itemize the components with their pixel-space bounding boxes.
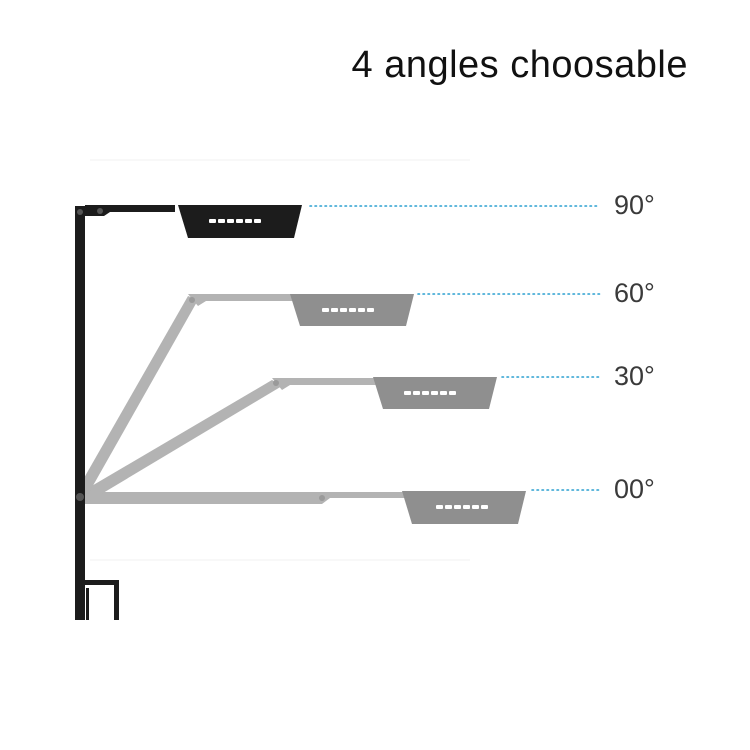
arm-90-degrees: [85, 205, 175, 216]
angle-label-90: 90°: [614, 190, 655, 220]
arm-60-degrees: [76, 294, 296, 498]
led-row: [404, 391, 456, 395]
fixture-60-degrees: [290, 294, 414, 326]
arm-00-degrees: [80, 492, 410, 504]
headline: 4 angles choosable: [351, 44, 688, 86]
background-guides: [90, 159, 470, 561]
angle-label-60: 60°: [614, 278, 655, 308]
fixture-90-degrees: [178, 205, 302, 238]
fixture-00-degrees: [402, 491, 526, 524]
led-row: [436, 505, 488, 509]
led-row: [322, 308, 374, 312]
led-row: [209, 219, 261, 223]
leader-lines: [309, 205, 601, 491]
fixture-30-degrees: [373, 377, 497, 409]
mounting-mast: [75, 206, 119, 620]
arm-30-degrees: [78, 378, 380, 502]
angle-label-30: 30°: [614, 361, 655, 391]
angle-label-00: 00°: [614, 474, 655, 504]
